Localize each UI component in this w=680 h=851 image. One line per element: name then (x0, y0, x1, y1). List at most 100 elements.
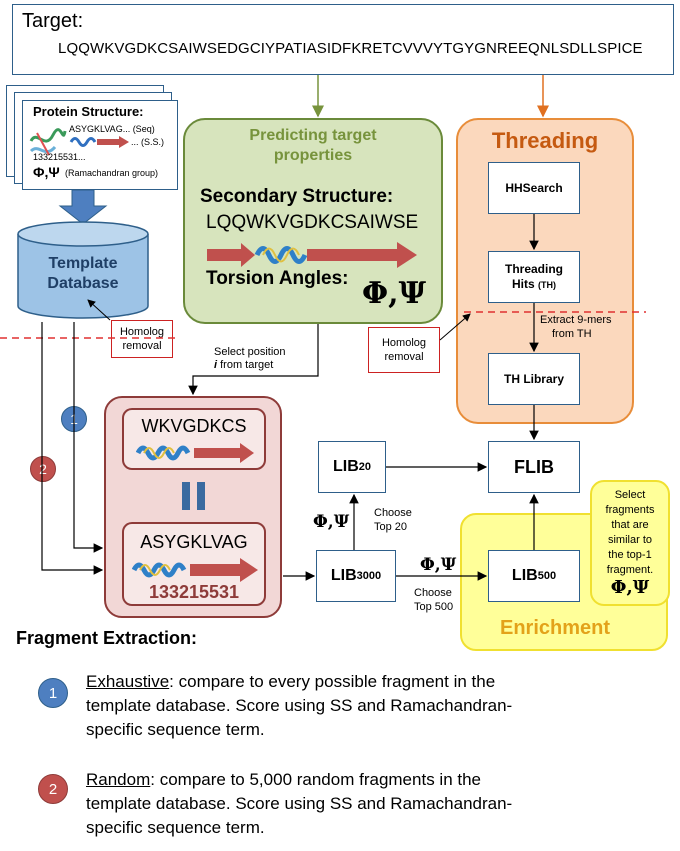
template-fragment-card: ASYGKLVAG 133215531 (122, 522, 266, 606)
select-fragments-text: Select fragments that are similar to the… (592, 488, 668, 598)
threading-hits-line1: Threading (504, 261, 563, 276)
template-database-label: Template Database (18, 254, 148, 294)
choose500-line1: Choose (414, 587, 452, 599)
legend-random-line1: Random: compare to 5,000 random fragment… (86, 768, 512, 792)
target-fragment-seq: WKVGDKCS (141, 416, 247, 436)
target-fragment-card: WKVGDKCS (122, 408, 266, 470)
structure-title: Protein Structure: (33, 104, 144, 119)
threading-hits-node: Threading Hits (TH) (488, 251, 580, 303)
target-box (12, 4, 674, 75)
choose20-line2: Top 20 (374, 521, 408, 533)
predicting-title-line1: Predicting target (249, 127, 377, 144)
structure-phi-psi: Φ,Ψ (33, 164, 60, 180)
legend-random-line3: specific sequence term. (86, 818, 265, 837)
threading-hits-abbr: (TH) (538, 279, 556, 290)
legend-exhaustive-text1: : compare to every possible fragment in … (169, 672, 496, 691)
secondary-structure-label: Secondary Structure: (200, 186, 394, 207)
marker-2-diagram: 2 (30, 456, 56, 482)
homolog-removal-right: Homolog removal (368, 327, 440, 373)
target-fragment-ss-icon (136, 443, 254, 463)
choose-top20-label: Choose Top 20 (374, 506, 412, 534)
lib20-sub: 20 (358, 461, 372, 473)
structure-card-front: Protein Structure: ASYGKLVAG... (Seq) ..… (22, 100, 178, 190)
secondary-structure-seq: LQQWKVGDKCSAIWSE (206, 212, 419, 233)
predicting-properties-box (183, 118, 443, 324)
torsion-angles-label: Torsion Angles: (206, 268, 349, 289)
select-note-line1: Select (614, 489, 646, 501)
hhsearch-node: HHSearch (488, 162, 580, 214)
template-db-line2: Database (47, 275, 119, 292)
target-title: Target: (22, 10, 84, 32)
select-position-line2: i from target (214, 359, 286, 372)
homolog-right-line1: Homolog (381, 337, 427, 349)
legend-exhaustive-line2: template database. Score using SS and Ra… (86, 696, 513, 715)
equals-bar-left (182, 482, 190, 510)
select-note-line5: the top-1 (608, 549, 652, 561)
legend-heading-text: Fragment Extraction (16, 628, 192, 648)
template-db-line1: Template (48, 255, 118, 272)
marker-1-legend: 1 (38, 678, 68, 708)
predicting-title-line2: properties (273, 147, 353, 164)
flib-node: FLIB (488, 441, 580, 493)
lib3000-main: LIB (330, 567, 357, 584)
lib20-main: LIB (332, 458, 359, 475)
select-fragments-note (590, 480, 670, 606)
extract-line2: from TH (552, 328, 592, 340)
select-note-phi-psi: Φ,Ψ (610, 577, 650, 598)
homolog-left-line1: Homolog (119, 326, 165, 338)
legend-heading-colon: : (191, 628, 198, 648)
legend-exhaustive-term: Exhaustive (86, 672, 170, 691)
protein-3d-icon (29, 128, 67, 156)
ss-arrow-icon (69, 136, 129, 148)
select-position-line1: Select position (214, 346, 286, 358)
legend-exhaustive-line3: specific sequence term. (86, 720, 265, 739)
legend-exhaustive-line1: Exhaustive: compare to every possible fr… (86, 670, 512, 694)
legend-random: Random: compare to 5,000 random fragment… (86, 768, 512, 840)
legend-random-line2: template database. Score using SS and Ra… (86, 794, 513, 813)
extract-9mers-label: Extract 9-mers from TH (540, 313, 612, 341)
select-position-i: i (214, 359, 218, 371)
predicting-title: Predicting target properties (183, 126, 443, 166)
marker-2-legend: 2 (38, 774, 68, 804)
target-sequence: LQQWKVGDKCSAIWSEDGCIYPATIASIDFKRETCVVVYT… (58, 40, 643, 57)
structure-ss-line: ... (S.S.) (131, 137, 165, 147)
select-position-rest: from target (217, 359, 274, 371)
choose-top500-label: Choose Top 500 (414, 586, 453, 614)
select-note-line2: fragments (605, 504, 655, 516)
select-note-line4: similar to (607, 534, 652, 546)
lib500-main: LIB (511, 567, 538, 584)
template-fragment-seq: ASYGKLVAG (140, 532, 248, 552)
enrichment-title: Enrichment (499, 617, 611, 639)
choose20-line1: Choose (374, 507, 412, 519)
equals-bar-right (197, 482, 205, 510)
predicted-ss-arrow-icon (207, 242, 417, 268)
template-fragment-digits: 133215531 (148, 582, 240, 602)
structure-seq-line: ASYGKLVAG... (Seq) (69, 124, 155, 134)
threading-hits-line2: Hits (TH) (512, 277, 556, 293)
legend-random-text1: : compare to 5,000 random fragments in t… (150, 770, 482, 789)
threading-hits-word: Hits (511, 276, 535, 291)
select-position-label: Select position i from target (214, 346, 286, 372)
structure-rama-label: (Ramachandran group) (65, 168, 159, 178)
th-library-node: TH Library (488, 353, 580, 405)
homolog-left-line2: removal (122, 340, 162, 352)
fragment-extraction-heading: Fragment Extraction: (16, 628, 197, 649)
homolog-right-line2: removal (384, 351, 424, 363)
structure-digits-line: 133215531... (33, 152, 86, 162)
phi-psi-lib500: Φ,Ψ (420, 555, 457, 575)
legend-random-term: Random (86, 770, 151, 789)
template-fragment-ss-icon (132, 558, 258, 582)
select-note-line3: that are (611, 519, 649, 531)
select-note-line6: fragment. (606, 564, 654, 576)
template-database-cylinder (17, 189, 149, 319)
extract-line1: Extract 9-mers (540, 314, 612, 326)
threading-title: Threading (491, 128, 599, 153)
torsion-phi-psi: Φ,Ψ (362, 276, 426, 311)
choose500-line2: Top 500 (414, 601, 454, 613)
lib500-sub: 500 (537, 570, 557, 582)
phi-psi-lib3000: Φ,Ψ (313, 512, 350, 532)
